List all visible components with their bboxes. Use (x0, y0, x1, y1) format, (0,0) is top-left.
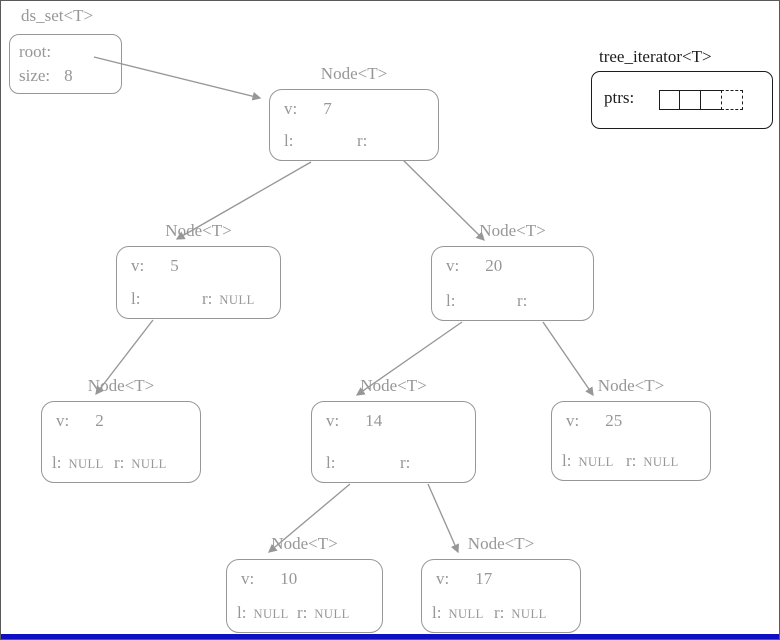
size-row: size: 8 (19, 64, 121, 88)
l-label: l: (237, 603, 247, 622)
ptr-cell (658, 90, 681, 110)
l-label: l: (562, 451, 572, 470)
node-value: 10 (280, 569, 298, 588)
left-pointer: l: (446, 291, 462, 311)
tree-node-7: Node<T> v: 7 l: r: (269, 64, 439, 161)
left-pointer: l: NULL (237, 603, 289, 623)
node-value-row: v: 2 (56, 411, 104, 431)
r-label: r: (400, 453, 411, 472)
tree-node-17: Node<T> v: 17 l: NULL r: NULL (421, 534, 581, 633)
l-label: l: (52, 453, 62, 472)
left-pointer: l: NULL (432, 603, 484, 623)
left-value: NULL (253, 607, 289, 621)
ptr-cell (679, 90, 702, 110)
node-type-label: Node<T> (320, 64, 388, 83)
left-pointer: l: NULL (562, 451, 614, 471)
r-label: r: (114, 453, 125, 472)
r-label: r: (626, 451, 637, 470)
left-value: NULL (578, 455, 614, 469)
size-value: 8 (64, 66, 73, 85)
size-label: size: (19, 66, 51, 85)
right-value: NULL (219, 293, 255, 307)
right-pointer: r: (517, 291, 534, 311)
iterator-title: tree_iterator<T> (599, 47, 712, 66)
v-label: v: (284, 99, 298, 118)
right-pointer: r: (357, 131, 374, 151)
node-type-label: Node<T> (87, 376, 155, 395)
node-value-row: v: 20 (446, 256, 502, 276)
v-label: v: (436, 569, 450, 588)
right-pointer: r: NULL (626, 451, 679, 471)
right-value: NULL (131, 457, 167, 471)
node-type-label: Node<T> (165, 221, 232, 240)
l-label: l: (446, 291, 456, 310)
ptr-cell (700, 90, 723, 110)
v-label: v: (56, 411, 70, 430)
node-value: 7 (323, 99, 332, 118)
left-pointer: l: (326, 453, 342, 473)
r-label: r: (517, 291, 528, 310)
right-value: NULL (643, 455, 679, 469)
right-pointer: r: (400, 453, 417, 473)
root-box: root: size: 8 (9, 34, 122, 94)
bottom-edge-bar (1, 634, 779, 639)
ds-set-title: ds_set<T> (21, 6, 94, 25)
v-label: v: (446, 256, 460, 275)
node-type-label: Node<T> (479, 221, 546, 240)
node-type-label: Node<T> (271, 534, 338, 553)
right-value: NULL (511, 607, 547, 621)
l-label: l: (432, 603, 442, 622)
r-label: r: (202, 289, 213, 308)
ptr-cells (658, 90, 743, 110)
v-label: v: (241, 569, 255, 588)
right-value: NULL (314, 607, 350, 621)
r-label: r: (494, 603, 505, 622)
node-type-label: Node<T> (360, 376, 427, 395)
r-label: r: (357, 131, 368, 150)
left-value: NULL (68, 457, 104, 471)
node-value: 17 (475, 569, 493, 588)
left-pointer: l: (284, 131, 300, 151)
tree-node-25: Node<T> v: 25 l: NULL r: NULL (551, 376, 711, 481)
node-value: 2 (95, 411, 104, 430)
ptrs-label: ptrs: (604, 88, 635, 107)
tree-node-20: Node<T> v: 20 l: r: (431, 221, 594, 321)
left-value: NULL (448, 607, 484, 621)
node-value-row: v: 25 (566, 411, 622, 431)
iterator-box: ptrs: (591, 71, 773, 129)
l-label: l: (284, 131, 294, 150)
tree-node-14: Node<T> v: 14 l: r: (311, 376, 476, 483)
right-pointer: r: NULL (114, 453, 167, 473)
tree-node-10: Node<T> v: 10 l: NULL r: NULL (226, 534, 383, 633)
tree-node-5: Node<T> v: 5 l: r: NULL (116, 221, 281, 319)
v-label: v: (566, 411, 580, 430)
node-value: 5 (170, 256, 179, 275)
node-value-row: v: 14 (326, 411, 382, 431)
right-pointer: r: NULL (202, 289, 255, 309)
root-label: root: (19, 42, 52, 61)
node-value-row: v: 10 (241, 569, 297, 589)
v-label: v: (326, 411, 340, 430)
ptr-cell (720, 90, 743, 110)
v-label: v: (131, 256, 145, 275)
l-label: l: (131, 289, 141, 308)
left-pointer: l: (131, 289, 147, 309)
node-value: 20 (485, 256, 503, 275)
left-pointer: l: NULL (52, 453, 104, 473)
right-pointer: r: NULL (297, 603, 350, 623)
tree-node-2: Node<T> v: 2 l: NULL r: NULL (41, 376, 201, 483)
node-type-label: Node<T> (467, 534, 535, 553)
node-value-row: v: 17 (436, 569, 492, 589)
node-value: 25 (605, 411, 623, 430)
node-value-row: v: 5 (131, 256, 179, 276)
r-label: r: (297, 603, 308, 622)
node-value: 14 (365, 411, 383, 430)
node-type-label: Node<T> (597, 376, 665, 395)
right-pointer: r: NULL (494, 603, 547, 623)
node-value-row: v: 7 (284, 99, 332, 119)
l-label: l: (326, 453, 336, 472)
